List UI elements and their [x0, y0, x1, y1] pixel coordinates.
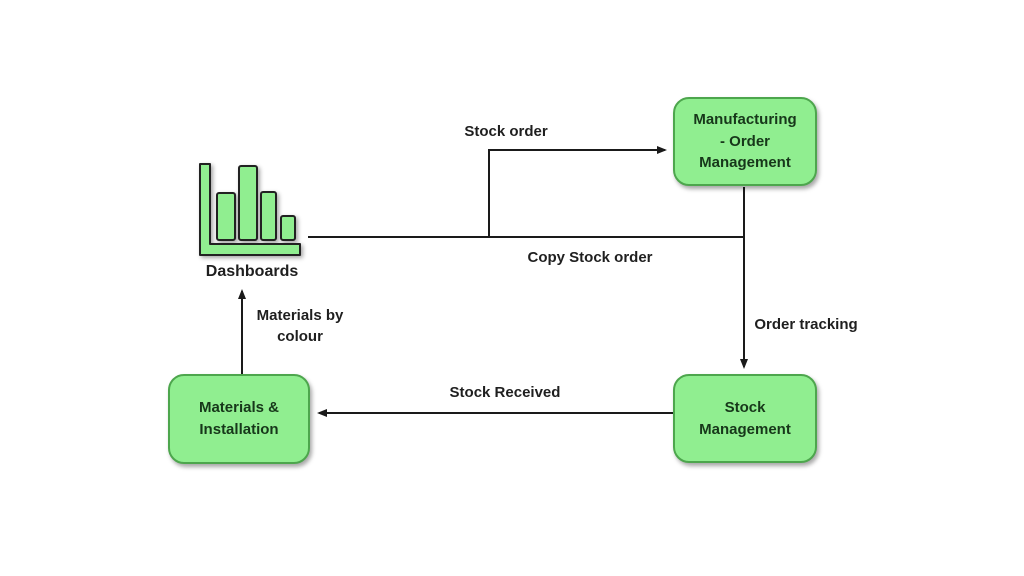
- edge-label-stock-received: Stock Received: [449, 384, 561, 401]
- node-manufacturing-order-management: Manufacturing - Order Management: [673, 97, 817, 186]
- node-manufacturing-label: Manufacturing - Order Management: [693, 110, 797, 172]
- node-materials-installation-label: Materials & Installation: [198, 399, 280, 438]
- node-materials-installation: Materials & Installation: [168, 374, 310, 464]
- chart-bar-icon: [260, 191, 277, 241]
- chart-bar-icon: [238, 165, 258, 241]
- node-stock-management-label: Stock Management: [699, 398, 791, 438]
- edge-label-order-tracking: Order tracking: [754, 316, 858, 333]
- chart-bar-icon: [280, 215, 296, 241]
- chart-axis-icon: [199, 163, 301, 256]
- edge-label-stock-order: Stock order: [464, 123, 548, 140]
- bar-chart-icon: [199, 163, 301, 256]
- node-stock-management: Stock Management: [673, 374, 817, 463]
- chart-bar-icon: [216, 192, 236, 241]
- edge-label-copy-stock-order: Copy Stock order: [527, 249, 653, 266]
- node-dashboards-label: Dashboards: [205, 263, 299, 280]
- stock-order-connector: [488, 146, 667, 237]
- edge-label-materials-by-colour: Materials by colour: [256, 307, 344, 345]
